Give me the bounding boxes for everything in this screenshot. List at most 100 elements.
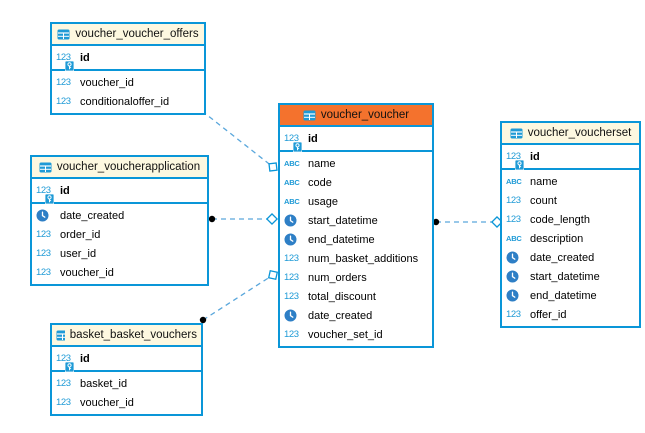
datetime-type-icon — [284, 214, 297, 227]
number-type-icon-cell: 123 — [56, 51, 78, 71]
number-type-icon: 123 — [284, 271, 299, 283]
column-row-basket_id[interactable]: 123 basket_id — [52, 374, 201, 393]
table-icon — [510, 128, 523, 138]
number-type-icon-cell: 123 — [36, 186, 58, 204]
column-name: id — [530, 150, 540, 163]
column-row-date_created[interactable]: date_created — [280, 306, 432, 325]
column-name: date_created — [530, 251, 595, 264]
relationship-basket_basket_vouchers-to-voucher_voucher[interactable] — [199, 269, 279, 324]
column-name: num_basket_additions — [308, 252, 419, 265]
column-name: id — [308, 132, 318, 145]
column-name: user_id — [60, 247, 97, 260]
primary-key-icon — [515, 159, 524, 170]
table-icon — [39, 162, 52, 172]
table-name: basket_basket_vouchers — [69, 329, 197, 341]
number-type-icon-cell: 123 — [56, 398, 78, 408]
connector-endpoint-diamond — [268, 162, 278, 172]
column-name: basket_id — [80, 377, 128, 390]
string-type-icon: ABC — [284, 158, 300, 168]
column-row-id[interactable]: 123 id — [52, 48, 204, 71]
column-name: count — [530, 194, 557, 207]
primary-key-section: 123 id — [52, 46, 204, 71]
relationship-voucher_voucher_offers-to-voucher_voucher[interactable] — [198, 107, 278, 172]
column-name: usage — [308, 195, 338, 208]
primary-key-icon — [293, 141, 302, 152]
column-row-end_datetime[interactable]: end_datetime — [280, 230, 432, 249]
column-row-end_datetime[interactable]: end_datetime — [502, 286, 639, 305]
string-type-icon: ABC — [506, 176, 522, 186]
connector-endpoint-diamond — [267, 269, 279, 281]
number-type-icon-cell: 123 — [36, 249, 58, 259]
string-type-icon: ABC — [284, 177, 300, 187]
table-header-voucher_voucher[interactable]: voucher_voucher — [280, 105, 432, 127]
number-type-icon: 123 — [284, 252, 299, 264]
datetime-type-icon-cell — [36, 209, 58, 222]
string-type-icon-cell: ABC — [284, 160, 306, 168]
table-icon — [303, 110, 316, 120]
column-row-id[interactable]: 123 id — [280, 129, 432, 152]
number-type-icon: 123 — [506, 194, 521, 206]
table-name: voucher_voucherset — [527, 127, 632, 139]
datetime-type-icon — [284, 233, 297, 246]
number-type-icon: 123 — [284, 132, 299, 144]
column-row-start_datetime[interactable]: start_datetime — [502, 267, 639, 286]
column-row-num_basket_additions[interactable]: 123 num_basket_additions — [280, 249, 432, 268]
datetime-type-icon-cell — [284, 214, 306, 227]
number-type-icon: 123 — [284, 328, 299, 340]
column-row-start_datetime[interactable]: start_datetime — [280, 211, 432, 230]
number-type-icon: 123 — [56, 51, 71, 63]
table-header-voucher_voucher_offers[interactable]: voucher_voucher_offers — [52, 24, 204, 46]
primary-key-icon — [45, 193, 54, 204]
table-name: voucher_voucher_offers — [75, 28, 199, 40]
number-type-icon-cell: 123 — [284, 330, 306, 340]
column-name: id — [60, 184, 70, 197]
relationship-voucher_voucher-to-voucher_voucherset[interactable] — [432, 215, 504, 229]
number-type-icon: 123 — [56, 377, 71, 389]
table-header-basket_basket_vouchers[interactable]: basket_basket_vouchers — [52, 325, 201, 347]
string-type-icon-cell: ABC — [284, 179, 306, 187]
column-name: id — [80, 51, 90, 64]
column-name: name — [308, 157, 336, 170]
column-row-count[interactable]: 123 count — [502, 191, 639, 210]
column-name: id — [80, 352, 90, 365]
column-row-date_created[interactable]: date_created — [502, 248, 639, 267]
column-row-name[interactable]: ABC name — [280, 154, 432, 173]
column-name: name — [530, 175, 558, 188]
table-icon — [57, 29, 70, 39]
datetime-type-icon-cell — [284, 233, 306, 246]
column-row-name[interactable]: ABC name — [502, 172, 639, 191]
table-header-voucher_voucherapplication[interactable]: voucher_voucherapplication — [32, 157, 207, 179]
relationship-voucher_voucherapplication-to-voucher_voucher[interactable] — [208, 212, 279, 226]
column-row-date_created[interactable]: date_created — [32, 206, 207, 225]
table-header-voucher_voucherset[interactable]: voucher_voucherset — [502, 123, 639, 145]
datetime-type-icon — [284, 309, 297, 322]
table-name: voucher_voucherapplication — [56, 161, 201, 173]
